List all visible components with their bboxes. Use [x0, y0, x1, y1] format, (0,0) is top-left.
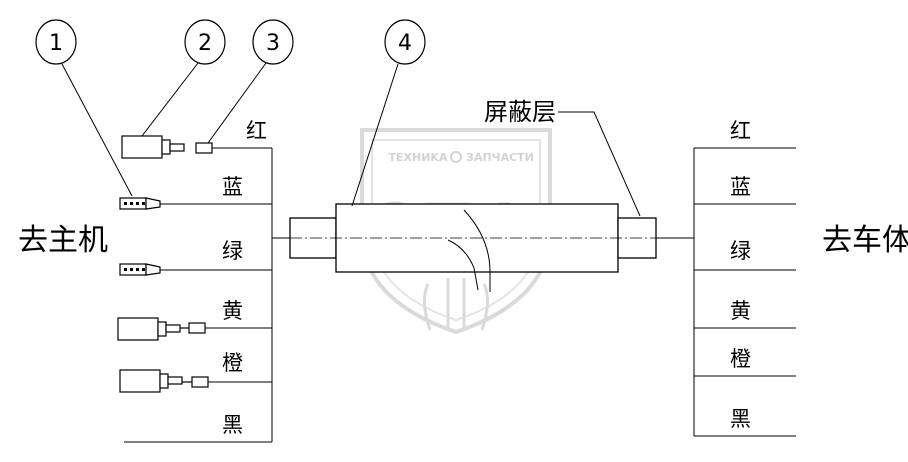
right-wire-labels: 红 蓝 绿 黄 橙 黑: [730, 119, 751, 431]
watermark-right-text: ЗАПЧАСТИ: [466, 151, 534, 164]
callout-3-number: 3: [266, 31, 280, 56]
connector-yellow: [117, 317, 206, 341]
left-wire-label-black: 黑: [222, 413, 243, 437]
right-bundle: [693, 147, 796, 437]
callout-4-number: 4: [398, 31, 412, 56]
left-wire-label-yellow: 黄: [222, 299, 243, 323]
connector-1: [119, 197, 161, 210]
callout-3: 3: [207, 19, 294, 144]
left-wire-label-blue: 蓝: [222, 175, 243, 199]
left-side-label: 去主机: [18, 223, 108, 258]
cable-wires: [447, 209, 491, 292]
callout-4: 4: [351, 19, 426, 207]
wheat-icon: [423, 278, 489, 331]
left-wire-label-orange: 橙: [222, 351, 243, 375]
right-side-label: 去车体: [822, 223, 908, 258]
connector-green: [119, 263, 161, 276]
left-wire-labels: 红 蓝 绿 黄 橙 黑: [222, 119, 267, 437]
callout-2: 2: [141, 19, 226, 137]
right-wire-label-orange: 橙: [730, 347, 751, 371]
left-wire-label-green: 绿: [222, 239, 243, 263]
gear-icon: [450, 151, 462, 163]
left-bundle: [124, 147, 290, 443]
right-wire-label-green: 绿: [730, 239, 751, 263]
right-wire-label-blue: 蓝: [730, 175, 751, 199]
connector-orange: [119, 369, 209, 393]
left-wire-label-red: 红: [246, 119, 267, 143]
callout-1-number: 1: [49, 31, 63, 56]
callout-1: 1: [35, 19, 133, 197]
right-wire-label-yellow: 黄: [730, 299, 751, 323]
shield-leader: [558, 111, 641, 217]
watermark-left-text: TEXHИKA: [389, 151, 448, 164]
connector-2: [121, 135, 185, 159]
right-wire-label-red: 红: [730, 119, 751, 143]
right-wire-label-black: 黑: [730, 407, 751, 431]
connector-3: [195, 142, 213, 154]
callout-2-number: 2: [198, 31, 212, 56]
shield-label: 屏蔽层: [484, 98, 556, 126]
